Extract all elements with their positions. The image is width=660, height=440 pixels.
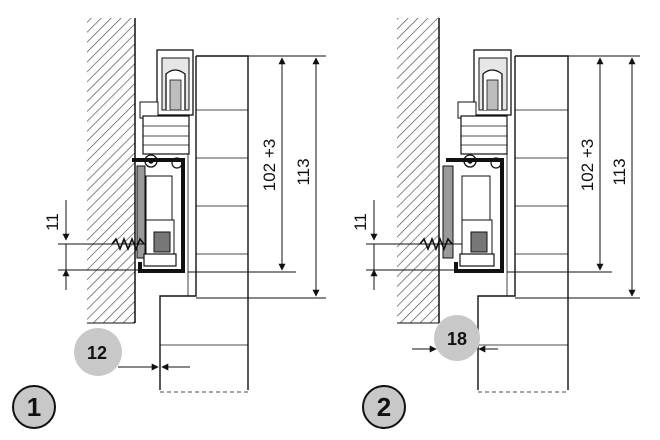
step-badge-1: [12, 385, 56, 429]
wall-2: [397, 18, 439, 323]
small-dim-label-2: 11: [351, 213, 370, 231]
step-label-1: 1: [27, 392, 41, 422]
overall-dimension-1: [196, 55, 326, 299]
overall-dim-label-2: 113: [610, 158, 629, 185]
middle-dimension-1: [188, 55, 296, 273]
roller-assembly-2: [457, 49, 512, 155]
variant-2: 11 102 +3 113 18 2: [351, 18, 640, 429]
small-dimension-1: [58, 200, 145, 290]
roller-assembly-1: [139, 49, 194, 155]
overall-dimension-2: [515, 55, 640, 299]
step-badge-2: [362, 385, 406, 429]
wall-1: [87, 18, 135, 323]
offset-badge-1: [74, 328, 122, 376]
overall-dim-label-1: 113: [294, 158, 313, 185]
small-dim-label-1: 11: [43, 213, 62, 231]
small-dimension-2: [366, 200, 462, 290]
offset-label-1: 12: [87, 343, 107, 363]
offset-label-2: 18: [447, 329, 467, 349]
bottom-fitting-1: [110, 154, 185, 273]
variant-1: 11 102 +3 113 12 1: [12, 18, 326, 429]
middle-dimension-2: [507, 55, 612, 273]
offset-badge-2: [434, 315, 480, 361]
bottom-fitting-2: [418, 154, 504, 273]
step-label-2: 2: [377, 392, 391, 422]
middle-dim-label-1: 102 +3: [260, 139, 279, 191]
middle-dim-label-2: 102 +3: [578, 139, 597, 191]
